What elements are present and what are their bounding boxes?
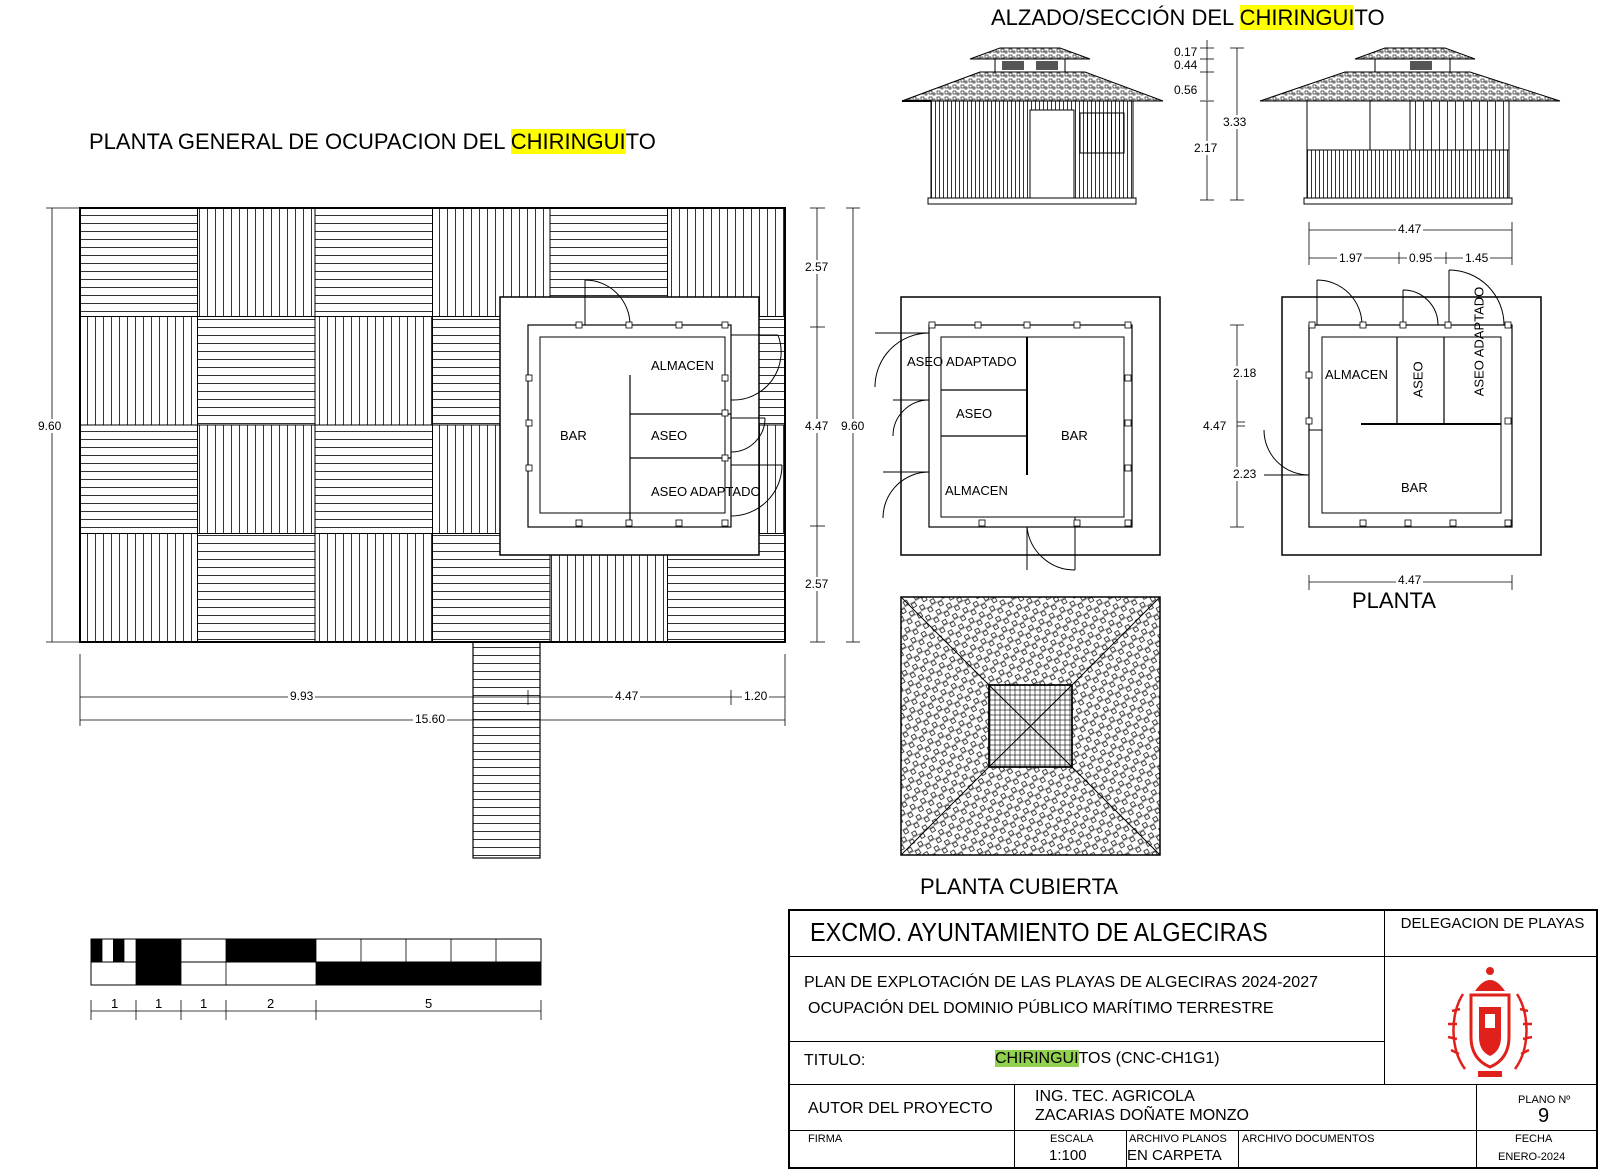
archivo-planos-label: ARCHIVO PLANOS — [1129, 1133, 1227, 1145]
scale-label-5: 5 — [425, 996, 433, 1011]
deck-tile — [197, 533, 316, 643]
mid-room-aseo-adaptado: ASEO ADAPTADO — [907, 354, 1017, 369]
deck-tile — [79, 424, 198, 534]
deck-tile — [197, 424, 316, 534]
dim-9-93: 9.93 — [288, 689, 316, 703]
scale-label-1b: 1 — [155, 996, 163, 1011]
escala-value: 1:100 — [1049, 1147, 1087, 1164]
title-block: EXCMO. AYUNTAMIENTO DE ALGECIRAS DELEGAC… — [788, 909, 1598, 1169]
dim-4-47-mid: 4.47 — [803, 419, 831, 433]
algeciras-crest-icon — [1447, 967, 1533, 1077]
firma-label: FIRMA — [808, 1133, 843, 1145]
planta-general-title: PLANTA GENERAL DE OCUPACION DEL CHIRINGU… — [89, 129, 656, 154]
autor-line-2: ZACARIAS DOÑATE MONZO — [1035, 1107, 1249, 1124]
delegation-name: DELEGACION DE PLAYAS — [1400, 915, 1585, 932]
plano-label: PLANO Nº — [1518, 1094, 1571, 1106]
planta-drawing — [1230, 269, 1542, 590]
autor-line-1: ING. TEC. AGRICOLA — [1035, 1088, 1195, 1105]
escala-label: ESCALA — [1050, 1133, 1094, 1145]
room-label-aseo-adaptado: ASEO ADAPTADO — [651, 484, 761, 499]
room-label-almacen: ALMACEN — [651, 358, 714, 373]
plan-room-aseo-adaptado: ASEO ADAPTADO — [1471, 286, 1487, 397]
dim-plan-2-23: 2.23 — [1231, 467, 1259, 481]
dim-plan-4-47-left: 4.47 — [1201, 419, 1229, 433]
dim-elev-0-44: 0.44 — [1172, 58, 1200, 72]
room-label-aseo: ASEO — [651, 428, 688, 443]
planta-title: PLANTA — [1352, 588, 1436, 613]
dim-elev-3-33: 3.33 — [1221, 115, 1249, 129]
room-label-bar: BAR — [560, 428, 587, 443]
dim-plan-4-47-bottom: 4.47 — [1396, 573, 1424, 587]
deck-tile — [314, 207, 433, 317]
dim-15-60: 15.60 — [413, 712, 448, 726]
titulo-label: TITULO: — [804, 1052, 866, 1069]
alzado-title: ALZADO/SECCIÓN DEL CHIRINGUITO — [991, 5, 1385, 30]
dim-2-57-bottom: 2.57 — [803, 577, 831, 591]
dim-2-57-top: 2.57 — [803, 260, 831, 274]
dim-elev-1-45: 1.45 — [1463, 251, 1491, 265]
deck-tile — [79, 207, 198, 317]
deck-tile — [314, 424, 433, 534]
dim-elev-0-95: 0.95 — [1407, 251, 1435, 265]
mid-room-almacen: ALMACEN — [945, 483, 1008, 498]
deck-tile — [197, 207, 316, 317]
fecha-label: FECHA — [1515, 1133, 1553, 1145]
alzado-drawing — [901, 40, 1561, 265]
scale-label-1a: 1 — [111, 996, 119, 1011]
planta-general-drawing — [46, 207, 860, 859]
dim-4-47-bottom: 4.47 — [613, 689, 641, 703]
scale-bar-drawing — [90, 938, 542, 1020]
dim-elev-4-47: 4.47 — [1396, 222, 1424, 236]
dim-plan-2-18: 2.18 — [1231, 366, 1259, 380]
plan-line-1: PLAN DE EXPLOTACIÓN DE LAS PLAYAS DE ALG… — [804, 974, 1318, 991]
deck-tile — [197, 316, 316, 426]
deck-tile — [79, 533, 198, 643]
organization-name: EXCMO. AYUNTAMIENTO DE ALGECIRAS — [810, 917, 1268, 947]
fecha-value: ENERO-2024 — [1498, 1151, 1566, 1163]
dim-9-60-left: 9.60 — [36, 419, 64, 433]
dim-elev-1-97: 1.97 — [1337, 251, 1365, 265]
dim-elev-0-56: 0.56 — [1172, 83, 1200, 97]
autor-label: AUTOR DEL PROYECTO — [808, 1100, 993, 1117]
mid-room-aseo: ASEO — [956, 406, 993, 421]
plan-room-aseo: ASEO — [1410, 361, 1426, 398]
mid-room-bar: BAR — [1061, 428, 1088, 443]
plan-room-almacen: ALMACEN — [1325, 367, 1388, 382]
deck-tile — [314, 533, 433, 643]
scale-label-1c: 1 — [200, 996, 208, 1011]
dim-elev-2-17: 2.17 — [1192, 141, 1220, 155]
archivo-planos-value: EN CARPETA — [1127, 1147, 1222, 1164]
planta-cubierta-title: PLANTA CUBIERTA — [920, 874, 1119, 899]
scale-label-2: 2 — [267, 996, 275, 1011]
middle-plan-drawing — [874, 296, 1161, 571]
planta-cubierta-drawing — [900, 596, 1161, 856]
archivo-documentos-label: ARCHIVO DOCUMENTOS — [1242, 1133, 1375, 1145]
dim-1-20: 1.20 — [742, 689, 770, 703]
dim-9-60-right: 9.60 — [839, 419, 867, 433]
deck-tile — [314, 316, 433, 426]
plan-room-bar: BAR — [1401, 480, 1428, 495]
dim-elev-0-17: 0.17 — [1172, 45, 1200, 59]
deck-tile — [79, 316, 198, 426]
plano-number: 9 — [1538, 1105, 1550, 1127]
plan-line-2: OCUPACIÓN DEL DOMINIO PÚBLICO MARÍTIMO T… — [808, 1000, 1274, 1017]
titulo-value: CHIRINGUITOS (CNC-CH1G1) — [995, 1050, 1220, 1067]
